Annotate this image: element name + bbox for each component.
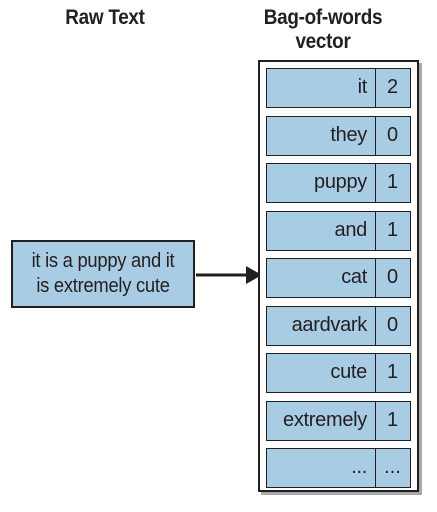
raw-text-line2: is extremely cute [36, 275, 170, 297]
vector-word: cat [267, 259, 376, 297]
vector-word: they [267, 116, 376, 155]
arrow-icon [196, 266, 262, 284]
vector-row: puppy 1 [266, 163, 411, 203]
vector-word: it [267, 69, 376, 107]
vector-count: 0 [386, 313, 399, 336]
vector-row: cat 0 [266, 258, 411, 298]
vector-count: 1 [386, 361, 399, 383]
vector-heading: Bag-of-words vector [256, 6, 391, 54]
vector-count: 1 [386, 218, 399, 241]
vector-count: 1 [386, 408, 399, 431]
vector-row: extremely 1 [266, 400, 411, 441]
vector-word: ... [267, 449, 376, 487]
vector-row: aardvark 0 [266, 305, 411, 346]
raw-text-line1: it is a puppy and it [31, 250, 175, 272]
raw-text-heading: Raw Text [38, 6, 173, 30]
vector-count: 0 [386, 123, 399, 146]
vector-row: ...... [266, 448, 411, 488]
vector-word: aardvark [267, 306, 376, 345]
vector-count: 1 [386, 171, 399, 193]
vector-row: cute 1 [266, 353, 411, 393]
vector-row: it 2 [266, 68, 411, 108]
vector-word: cute [267, 354, 376, 392]
vector-word: extremely [267, 401, 376, 440]
vector-count: ... [384, 456, 401, 478]
vector-word: puppy [267, 164, 376, 202]
vector-row: they 0 [266, 115, 411, 156]
raw-text-heading-label: Raw Text [65, 6, 145, 29]
vector-heading-line1: Bag-of-words [263, 6, 383, 29]
vector-count: 2 [386, 76, 399, 98]
vector-heading-line2: vector [295, 30, 351, 53]
arrow-head [246, 266, 262, 284]
vector-word: and [267, 211, 376, 250]
vector-row: and 1 [266, 210, 411, 251]
raw-text-box: it is a puppy and it is extremely cute [11, 240, 195, 308]
vector-count: 0 [386, 266, 399, 288]
